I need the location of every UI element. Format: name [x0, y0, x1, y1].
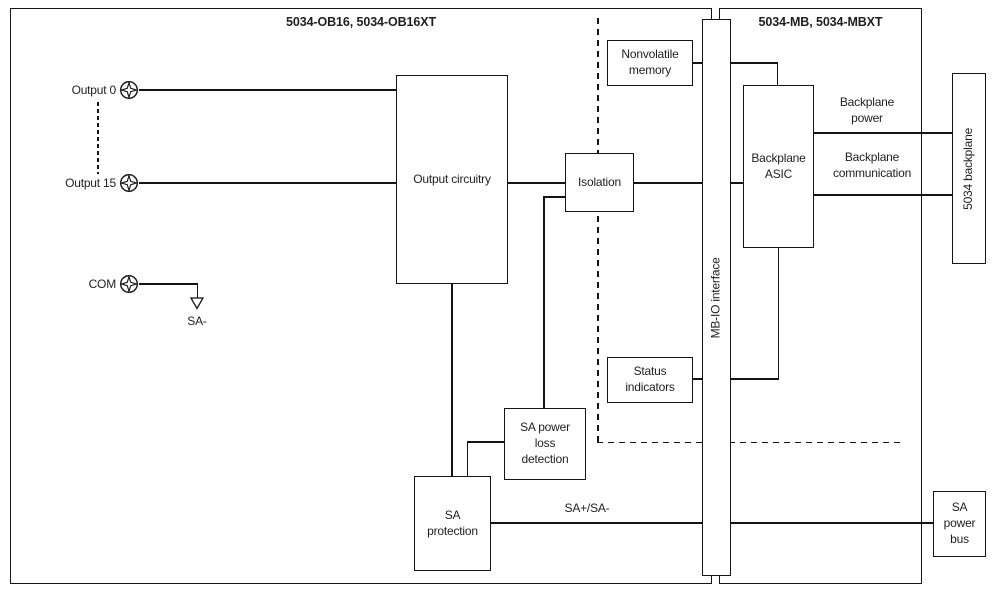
block-sa-power-loss-detection: SA power loss detection — [504, 408, 586, 480]
wire-output0 — [139, 89, 396, 91]
wire-com-horizontal — [139, 283, 198, 285]
mb-io-interface-label: MB-IO interface — [708, 256, 723, 339]
block-sa-power-bus: SA power bus — [933, 491, 986, 557]
wire-circuitry-to-saprotection — [451, 284, 453, 476]
wire-com-to-ground — [196, 283, 198, 299]
block-nonvolatile-memory: Nonvolatile memory — [607, 40, 693, 86]
block-backplane-asic: Backplane ASIC — [743, 85, 814, 248]
section-title-mb: 5034-MB, 5034-MBXT — [758, 15, 883, 29]
wire-saloss-elbow-v — [466, 441, 468, 476]
label-backplane-communication: Backplane communication — [832, 150, 912, 180]
screw-terminal-icon — [119, 173, 139, 193]
wire-isolation-to-saloss — [543, 196, 545, 408]
block-status-indicators: Status indicators — [607, 357, 693, 403]
wire-backplane-power — [814, 132, 952, 134]
wire-isolation-tap-h — [543, 196, 566, 198]
wire-saloss-elbow-h — [466, 441, 505, 443]
block-isolation: Isolation — [565, 153, 634, 212]
wire-output15 — [139, 182, 396, 184]
dashed-output-range — [97, 102, 99, 174]
screw-terminal-icon — [119, 80, 139, 100]
label-sa-minus: SA- — [187, 314, 207, 328]
wire-status-indicators — [693, 378, 779, 380]
wire-nvmemory-to-asic — [776, 62, 778, 86]
dashed-isolation-boundary-v — [597, 18, 599, 443]
label-backplane-power: Backplane power — [839, 95, 895, 125]
label-output0: Output 0 — [71, 83, 117, 97]
label-com: COM — [88, 277, 117, 291]
block-sa-protection: SA protection — [414, 476, 491, 571]
screw-terminal-icon — [119, 274, 139, 294]
wire-asic-down — [777, 248, 779, 380]
block-output-circuitry: Output circuitry — [396, 75, 508, 284]
section-title-ob16: 5034-OB16, 5034-OB16XT — [286, 15, 436, 29]
wire-backplane-communication — [814, 194, 952, 196]
block-5034-backplane: 5034 backplane — [952, 73, 986, 264]
dashed-isolation-boundary-h — [597, 441, 903, 443]
block-mb-io-interface: MB-IO interface — [702, 19, 731, 576]
backplane-5034-label: 5034 backplane — [961, 127, 976, 210]
label-output15: Output 15 — [65, 176, 116, 190]
label-sa-bus: SA+/SA- — [564, 501, 610, 515]
wire-nvmemory-h — [693, 62, 778, 64]
ground-symbol-icon — [189, 297, 205, 310]
